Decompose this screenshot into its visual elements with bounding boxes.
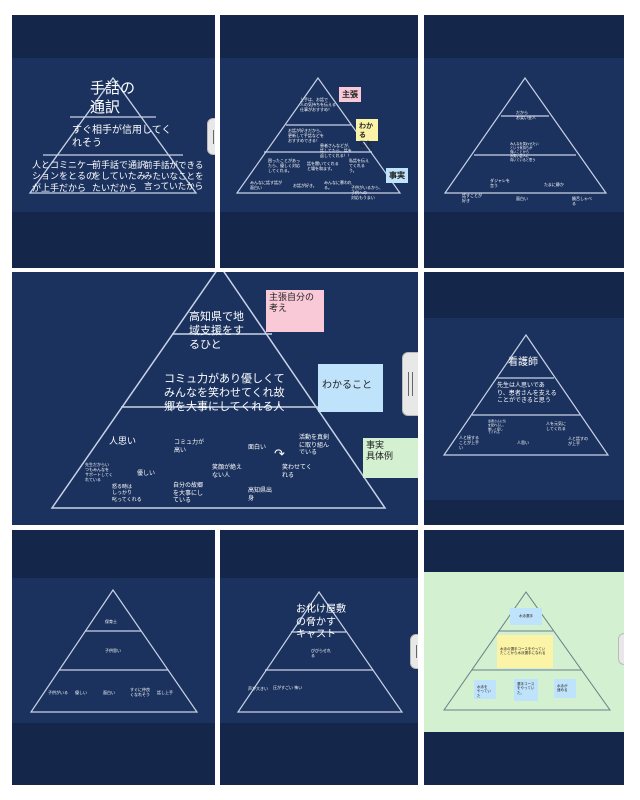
pyramid-base-text: 話し上手 bbox=[157, 690, 173, 695]
pyramid-base-text: すぐに仲良 くなれそう bbox=[130, 687, 150, 697]
pyramid-base-text: 前手話ができる みたいなことを 言っていたから bbox=[144, 161, 204, 193]
sticky-note-fact[interactable]: 事実 具体例 bbox=[363, 438, 418, 478]
slide-thumbnail-2[interactable]: 上手は、お話で 人の気持ちを伝える 仕事がおすすめ！ お話が好きだから、 更新し… bbox=[220, 15, 418, 268]
pyramid-base-text: 笑わせてく れる bbox=[282, 464, 312, 479]
slide-canvas bbox=[424, 58, 624, 212]
pyramid-middle-text: すぐ相手が信用してく れそう bbox=[72, 125, 172, 149]
pyramid-diagram bbox=[28, 76, 198, 194]
sticky-note-fact[interactable]: 事実 bbox=[386, 168, 408, 183]
slide-thumbnail-5[interactable]: 看護師 先生は人思いであ り、患者さんを支える ことができると思う 患者さんに気… bbox=[424, 272, 624, 525]
pyramid-base-text: 話を聞いてくれる と場を和ます。 bbox=[307, 161, 339, 171]
panel-drag-handle[interactable] bbox=[618, 633, 624, 665]
slide-thumbnail-8[interactable]: 水泳選手 水泳の選手コースをやってい たことから水泳選手になれる 水泳を やって… bbox=[424, 530, 624, 785]
pyramid-base-text: みんなに話す話が 面白い bbox=[250, 180, 282, 190]
pyramid-base-text: たまに静か bbox=[544, 182, 564, 187]
pyramid-middle-text: 患者さんなどが、 話してたら、話を 返してくれる！！ bbox=[320, 143, 352, 158]
pyramid-diagram bbox=[443, 591, 611, 711]
pyramid-base-text: 面白い bbox=[248, 444, 267, 451]
pyramid-base-text: 話すことが 好き bbox=[462, 193, 482, 203]
pyramid-middle-text: びびらせれ る bbox=[311, 648, 331, 658]
sticky-note-fact[interactable]: 選手コース をやってい た。 bbox=[514, 679, 538, 701]
pyramid-diagram bbox=[29, 588, 199, 713]
sticky-note-reason[interactable]: 水泳の選手コースをやってい たことから水泳選手になれる bbox=[497, 635, 553, 668]
pyramid-base-text: 前手話で通訳 をしていたみ たいだから bbox=[92, 161, 147, 194]
slide-canvas bbox=[12, 578, 215, 723]
pyramid-top-text: 保育士 bbox=[105, 619, 117, 624]
pyramid-top-text: 看護師 bbox=[508, 357, 538, 368]
pyramid-base-text: 饒舌しゃべ る bbox=[572, 196, 592, 206]
pyramid-base-text: コミュ力が 高い bbox=[174, 439, 205, 454]
pyramid-base-text: 圧がすごい 怖い bbox=[273, 685, 303, 690]
slide-thumbnail-4[interactable]: 高知県で地 域支援をす るひと コミュ力があり優しくて みんなを笑わせてくれ故 … bbox=[12, 272, 418, 525]
sticky-note-conclusion[interactable]: 水泳選手 bbox=[510, 608, 542, 625]
pyramid-diagram bbox=[443, 76, 608, 194]
pyramid-base-text: 人思い bbox=[109, 437, 137, 447]
pyramid-base-text: 怒る時は しっかり 叱ってくれる bbox=[112, 484, 142, 503]
slide-canvas bbox=[220, 58, 418, 212]
pyramid-base-text: みんなに慕われ る。 bbox=[324, 180, 352, 190]
pyramid-middle-text: 子供思い bbox=[105, 648, 121, 653]
slide-canvas bbox=[12, 58, 215, 212]
pyramid-middle-text: 先生は人思いであ り、患者さんを支える ことができると思う bbox=[497, 382, 557, 404]
pyramid-base-text: ダジャレを 言う bbox=[490, 178, 510, 188]
pyramid-diagram bbox=[50, 272, 387, 509]
pyramid-base-text: 高知県出 身 bbox=[248, 487, 273, 502]
slide-thumbnail-7[interactable]: お化け屋敷 の脅かす キャスト びびらせれ る 声が大きい 圧がすごい 怖い bbox=[220, 530, 418, 785]
sticky-note-understanding[interactable]: わかること bbox=[318, 364, 383, 412]
pyramid-middle-text: みんなを笑わせたい という気持ちが 強いことから お笑い芸人に 向いていると思う bbox=[510, 142, 539, 162]
slide-canvas bbox=[220, 578, 418, 723]
sticky-note-fact[interactable]: 水泳を やっていた bbox=[474, 680, 496, 699]
pyramid-base-text: 患者さんに気 を配れるし、 優しく接し てくれる bbox=[488, 419, 507, 435]
pyramid-base-text: 自分の故郷 を大事にし ている bbox=[173, 482, 204, 504]
pyramid-middle-text: コミュ力があり優しくて みんなを笑わせてくれ故 郷を大事にしてくれる人 bbox=[164, 372, 285, 413]
pyramid-base-text: 私話を伝え てくれる う。 bbox=[349, 158, 369, 173]
pyramid-base-text: 子供がいる bbox=[48, 690, 68, 695]
pyramid-base-text: 優しい bbox=[137, 470, 156, 477]
pyramid-base-text: 人を元気に してくれる bbox=[546, 421, 566, 431]
pyramid-base-text: 優しい bbox=[75, 690, 87, 695]
panel-drag-handle[interactable] bbox=[410, 634, 418, 669]
pyramid-base-text: 先生だからい つもみんなを サポートしてく れている bbox=[85, 462, 113, 482]
pyramid-top-text: 高知県で地 域支援をす るひと bbox=[189, 310, 244, 351]
pyramid-top-text: だから お笑い芸人 bbox=[516, 110, 536, 120]
pyramid-base-text: 面白い bbox=[516, 196, 528, 201]
pyramid-diagram bbox=[236, 590, 404, 713]
sticky-note-fact[interactable]: 水泳が 速める bbox=[554, 679, 576, 698]
slide-canvas bbox=[424, 318, 624, 500]
slide-thumbnail-6[interactable]: 保育士 子供思い 子供がいる 優しい 面白い すぐに仲良 くなれそう 話し上手 bbox=[12, 530, 215, 785]
slide-thumbnail-3[interactable]: だから お笑い芸人 みんなを笑わせたい という気持ちが 強いことから お笑い芸人… bbox=[424, 15, 624, 268]
pyramid-base-text: 困ったことがあっ たら、優しく対応 してくれる。 bbox=[268, 158, 300, 173]
pyramid-base-text: 声が大きい bbox=[248, 686, 268, 691]
sticky-note-claim[interactable]: 主張自分の 考え bbox=[266, 290, 324, 332]
pyramid-base-text: 子供がいるから、 子供への 対応もうまい bbox=[351, 185, 383, 200]
pyramid-base-text: 笑顔が絶え ない人 bbox=[212, 464, 243, 479]
curved-arrow-icon: ↷ bbox=[274, 447, 285, 462]
pyramid-diagram bbox=[442, 333, 610, 456]
sticky-note-claim[interactable]: 主張 bbox=[339, 87, 361, 102]
pyramid-top-text: 上手は、お話で 人の気持ちを伝える 仕事がおすすめ！ bbox=[300, 97, 336, 112]
pyramid-top-text: 手話の 通訳 bbox=[90, 79, 136, 116]
panel-drag-handle[interactable] bbox=[207, 118, 215, 155]
pyramid-base-text: 人と接する ことが上手 い bbox=[459, 435, 479, 450]
pyramid-base-text: 人とコミニケー ションをとるの が上手だから bbox=[32, 161, 96, 194]
pyramid-middle-text: お話が好きだから、 更新して手話などを おすすめできる！ bbox=[288, 128, 324, 143]
pyramid-base-text: 面白い bbox=[103, 690, 115, 695]
pyramid-base-text: お話が好き。 bbox=[293, 183, 317, 188]
pyramid-base-text: 活動を真剣 に取り組ん でいる bbox=[299, 434, 330, 456]
pyramid-base-text: 人思い bbox=[517, 440, 529, 445]
slide-thumbnail-1[interactable]: 手話の 通訳 すぐ相手が信用してく れそう 人とコミニケー ションをとるの が上… bbox=[12, 15, 215, 268]
sticky-note-understanding[interactable]: わかる こと bbox=[356, 119, 378, 148]
pyramid-base-text: 人と話すの が上手 bbox=[568, 436, 588, 446]
pyramid-top-text: お化け屋敷 の脅かす キャスト bbox=[296, 604, 346, 640]
panel-drag-handle[interactable] bbox=[402, 352, 418, 416]
